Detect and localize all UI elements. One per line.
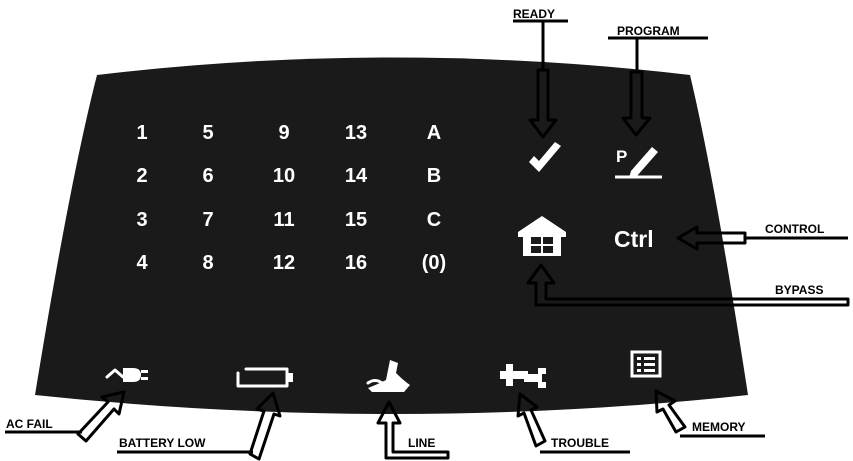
zone-10: 10 (273, 165, 295, 187)
battery-icon (236, 367, 293, 388)
zone-grid: 1 5 9 13 A 2 6 10 14 B 3 7 11 15 C 4 8 1… (136, 122, 446, 274)
ac-fail-callout: AC FAIL (5, 390, 126, 443)
program-p-glyph: P (616, 147, 627, 166)
ac-plug-icon (105, 368, 148, 382)
zone-15: 15 (345, 209, 367, 231)
control-label: CONTROL (765, 222, 824, 236)
ac-fail-label: AC FAIL (6, 417, 53, 431)
ready-callout: READY (513, 7, 568, 139)
wrench-icon (500, 364, 546, 388)
zone-b: B (427, 165, 441, 187)
ctrl-text-icon: Ctrl (614, 226, 654, 252)
zone-14: 14 (345, 165, 368, 187)
house-icon (518, 216, 566, 256)
zone-9: 9 (278, 122, 289, 144)
control-callout: CONTROL (676, 222, 848, 251)
zone-1: 1 (136, 122, 147, 144)
memory-callout: MEMORY (654, 389, 765, 438)
zone-7: 7 (202, 209, 213, 231)
memory-list-icon (630, 350, 662, 378)
battery-low-callout: BATTERY LOW (117, 391, 282, 461)
program-callout: PROGRAM (608, 24, 708, 137)
ready-label: READY (513, 7, 555, 21)
zone-8: 8 (202, 252, 213, 274)
checkmark-icon (529, 142, 561, 172)
battery-low-label: BATTERY LOW (119, 436, 206, 450)
program-pen-icon: P (615, 147, 662, 179)
zone-4: 4 (136, 252, 148, 274)
zone-12: 12 (273, 252, 295, 274)
trouble-callout: TROUBLE (516, 392, 630, 454)
zone-0: (0) (422, 252, 446, 274)
memory-label: MEMORY (692, 420, 746, 434)
zone-11: 11 (273, 209, 294, 231)
trouble-label: TROUBLE (551, 436, 609, 450)
zone-2: 2 (136, 165, 147, 187)
zone-16: 16 (345, 252, 367, 274)
zone-13: 13 (345, 122, 367, 144)
bypass-label: BYPASS (775, 283, 823, 297)
zone-3: 3 (136, 209, 147, 231)
zone-6: 6 (202, 165, 213, 187)
bypass-callout: BYPASS (526, 263, 850, 307)
telephone-icon (366, 360, 410, 392)
line-label: LINE (408, 436, 435, 450)
display-panel (35, 57, 748, 414)
line-callout: LINE (376, 400, 450, 460)
zone-5: 5 (202, 122, 213, 144)
zone-c: C (427, 209, 441, 231)
program-label: PROGRAM (617, 24, 680, 38)
zone-a: A (427, 122, 441, 144)
